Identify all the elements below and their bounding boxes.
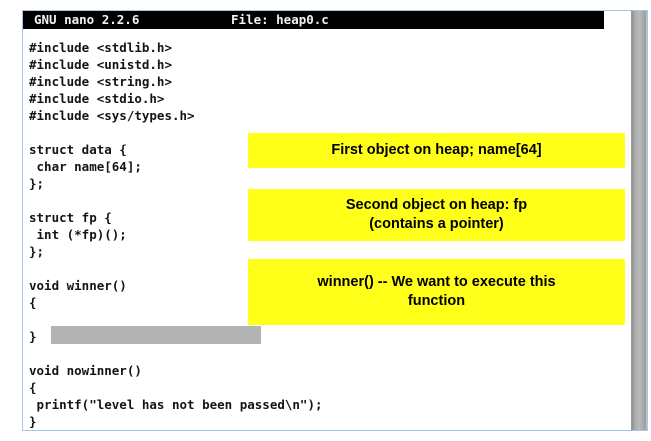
redaction-bar	[51, 326, 261, 344]
nano-filename-label: File: heap0.c	[231, 12, 329, 27]
nano-title-bar: GNU nano 2.2.6 File: heap0.c	[23, 11, 604, 29]
annotation-first-object: First object on heap; name[64]	[248, 133, 625, 168]
annotation-winner-function-line1: winner() -- We want to execute this	[317, 274, 556, 290]
annotation-second-object: Second object on heap: fp (contains a po…	[248, 189, 625, 241]
annotation-winner-function: winner() -- We want to execute this func…	[248, 259, 625, 325]
annotation-second-object-line1: Second object on heap: fp	[345, 197, 528, 213]
vertical-scrollbar[interactable]	[631, 10, 648, 431]
annotation-second-object-line2: (contains a pointer)	[369, 216, 504, 232]
annotation-winner-function-line2: function	[407, 293, 466, 309]
nano-version-label: GNU nano 2.2.6	[34, 12, 140, 27]
source-code-text[interactable]: #include <stdlib.h> #include <unistd.h> …	[29, 40, 323, 429]
annotation-first-object-line1: First object on heap; name[64]	[331, 142, 542, 158]
